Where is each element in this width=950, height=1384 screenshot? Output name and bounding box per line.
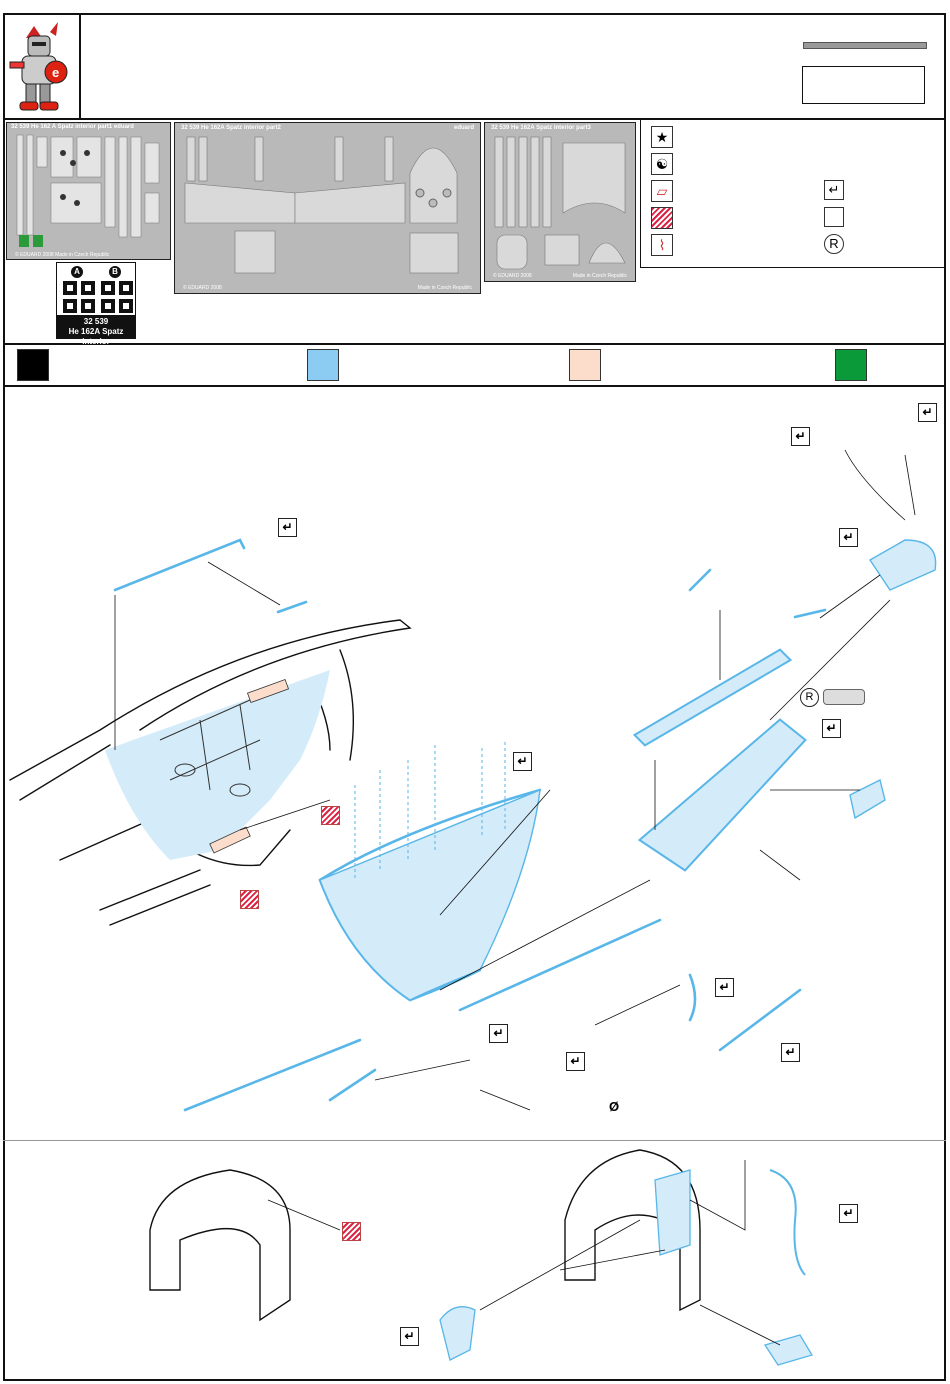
swatch-light-blue	[307, 349, 339, 381]
bend-callout-9: ↵	[781, 1043, 800, 1062]
badge-letter-a: A	[71, 266, 83, 278]
bend-callout-2: ↵	[791, 427, 810, 446]
title-bar	[803, 42, 927, 49]
bend-legend-icon: ↵	[824, 180, 844, 200]
bend-callout-4: ↵	[839, 528, 858, 547]
drill-icon: ⌇	[651, 234, 673, 256]
parts-divider	[3, 343, 946, 345]
badge-letter-b: B	[109, 266, 121, 278]
instruction-sheet	[3, 13, 946, 1381]
fret-part1: 32 539 He 162 A Spatz interior part1 edu…	[6, 122, 171, 260]
diameter-mark: Ø	[609, 1099, 620, 1114]
fret-part2-copyright: © EDUARD 2008	[183, 285, 222, 291]
swatch-black	[17, 349, 49, 381]
section-divider	[3, 1140, 946, 1141]
fret-part1-footer: © EDUARD 2008 Made in Czech Republic	[15, 252, 110, 258]
bend-callout-5: ↵	[822, 719, 841, 738]
glue-callout-1	[321, 806, 340, 825]
fret-part3: 32 539 He 162A Spatz interior part3 © ED…	[484, 122, 636, 282]
fret-part3-copyright: © EDUARD 2008	[493, 273, 532, 279]
header-divider	[3, 118, 946, 120]
bend-callout-6: ↵	[513, 752, 532, 771]
reverse-callout-tag	[823, 689, 865, 705]
bend-callout-8: ↵	[489, 1024, 508, 1043]
bend-callout-10: ↵	[566, 1052, 585, 1071]
fret-part2: 32 539 He 162A Spatz interior part2 edua…	[174, 122, 481, 294]
bend-callout-3: ↵	[278, 518, 297, 537]
swatch-flesh	[569, 349, 601, 381]
glue-callout-2	[240, 890, 259, 909]
fret-part1-label: 32 539 He 162 A Spatz interior part1 edu…	[11, 124, 134, 130]
eduard-knight-logo: e	[6, 18, 74, 114]
symbol-legend: ★ ☯ ▱ ⌇ ↵ R	[640, 118, 946, 268]
swatch-green	[835, 349, 867, 381]
bend-callout-7: ↵	[715, 978, 734, 997]
mascot-divider	[79, 13, 81, 118]
blank-legend-icon	[824, 207, 844, 227]
kit-number-box	[802, 66, 925, 104]
fret-part2-brand: eduard	[453, 125, 474, 131]
fret-part3-label: 32 539 He 162A Spatz interior part3	[491, 125, 591, 131]
badge-code: 32 539	[83, 317, 109, 326]
fret-part2-label: 32 539 He 162A Spatz interior part2	[181, 125, 281, 131]
paper-icon: ▱	[651, 180, 673, 202]
glue-callout-3	[342, 1222, 361, 1241]
glue-icon	[651, 207, 673, 229]
badge-caption: 32 539 He 162A Spatz interior	[57, 315, 135, 346]
star-icon: ★	[651, 126, 673, 148]
badge-name: He 162A Spatz interior	[68, 327, 124, 346]
fret-part2-origin: Made in Czech Republic	[417, 285, 472, 291]
svg-text:e: e	[52, 65, 59, 80]
bend-callout-1: ↵	[918, 403, 937, 422]
fret-marker-badge: A B 32 539 He 162A Spatz interior	[56, 262, 136, 346]
reverse-legend-icon: R	[824, 234, 844, 254]
bend-callout-12: ↵	[400, 1327, 419, 1346]
reverse-callout-icon: R	[800, 688, 819, 707]
bend-callout-11: ↵	[839, 1204, 858, 1223]
colors-divider	[3, 385, 946, 387]
fret-part3-origin: Made in Czech Republic	[572, 273, 627, 279]
yin-yang-icon: ☯	[651, 153, 673, 175]
